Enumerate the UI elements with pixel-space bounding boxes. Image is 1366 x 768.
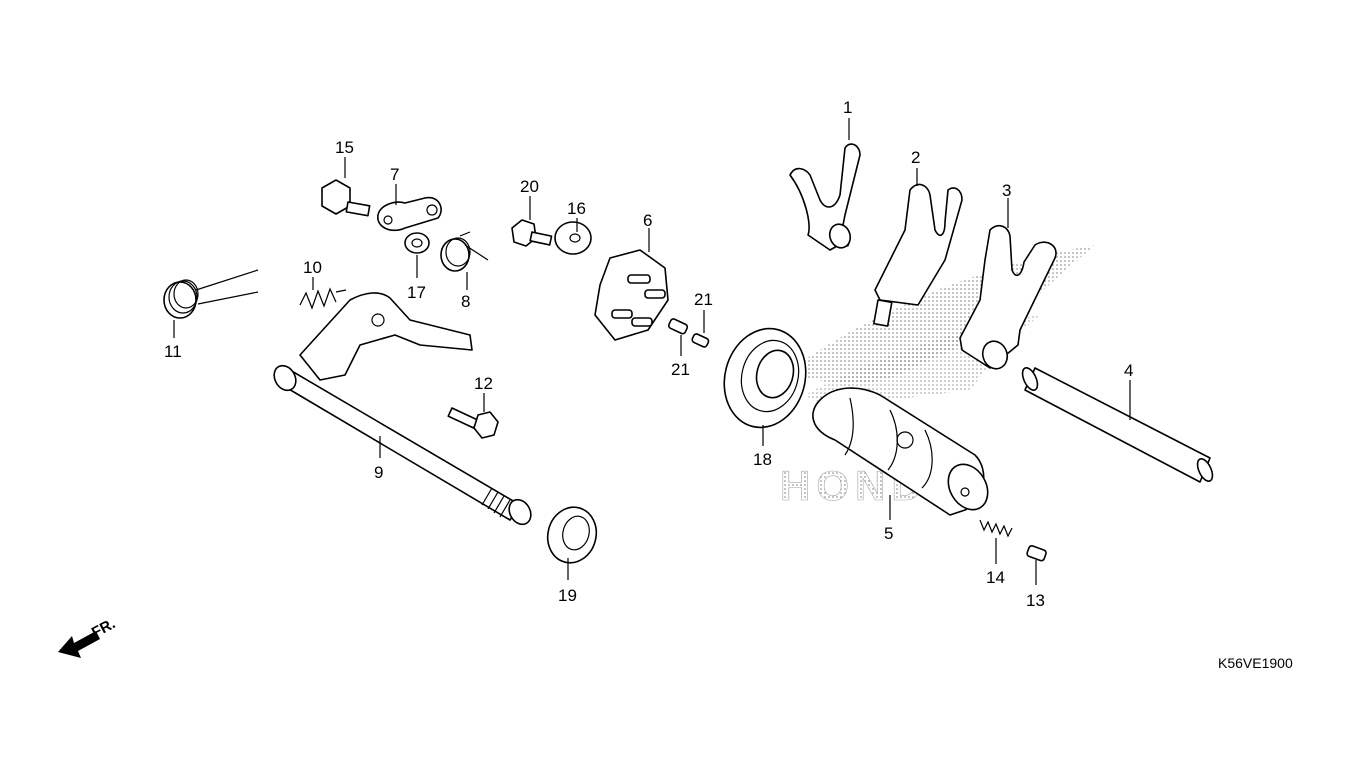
callout-16: 16: [567, 199, 586, 218]
callout-8: 8: [461, 292, 470, 311]
part-13-pin: [1026, 545, 1047, 562]
callout-15: 15: [335, 138, 354, 157]
callout-9: 9: [374, 463, 383, 482]
part-17-washer: [404, 232, 430, 254]
callout-1: 1: [843, 98, 852, 117]
part-2-shift-fork: [873, 183, 963, 327]
callouts: 1 2 3 4 5 6 7 8 9 10 11 12 13 14 15 16 1…: [164, 98, 1133, 610]
callout-20: 20: [520, 177, 539, 196]
callout-21-upper: 21: [694, 290, 713, 309]
part-6-drum-center: [594, 249, 669, 341]
diagram-code: K56VE1900: [1218, 655, 1293, 671]
part-8-spring: [440, 231, 489, 272]
callout-3: 3: [1002, 181, 1011, 200]
callout-13: 13: [1026, 591, 1045, 610]
part-7-plate: [377, 196, 442, 232]
part-11-spring: [163, 269, 259, 319]
callout-11: 11: [164, 342, 182, 361]
part-1-shift-fork: [789, 143, 861, 251]
callout-5: 5: [884, 524, 893, 543]
part-15-bolt: [321, 179, 371, 217]
callout-21-lower: 21: [671, 360, 690, 379]
callout-14: 14: [986, 568, 1005, 587]
part-14-spring: [979, 519, 1013, 538]
callout-18: 18: [753, 450, 772, 469]
part-16-washer: [554, 221, 592, 255]
callout-19: 19: [558, 586, 577, 605]
callout-2: 2: [911, 148, 920, 167]
part-19-oil-seal: [546, 506, 598, 564]
part-12-bolt: [447, 407, 499, 439]
part-4-fork-shaft: [1021, 367, 1214, 483]
leader-lines: [173, 118, 1131, 585]
callout-12: 12: [474, 374, 493, 393]
part-5-shift-drum: [812, 387, 989, 516]
callout-7: 7: [390, 165, 399, 184]
part-10-spring: [299, 287, 347, 310]
part-3-shift-fork: [959, 224, 1057, 370]
front-direction-arrow-icon: FR.: [58, 615, 118, 658]
callout-4: 4: [1124, 361, 1133, 380]
part-21-pins: [667, 318, 710, 348]
callout-6: 6: [643, 211, 652, 230]
callout-17: 17: [407, 283, 426, 302]
part-20-bolt: [511, 219, 553, 247]
callout-10: 10: [303, 258, 322, 277]
part-9-gearshift-spindle: [273, 292, 532, 526]
part-18-bearing: [723, 327, 807, 429]
